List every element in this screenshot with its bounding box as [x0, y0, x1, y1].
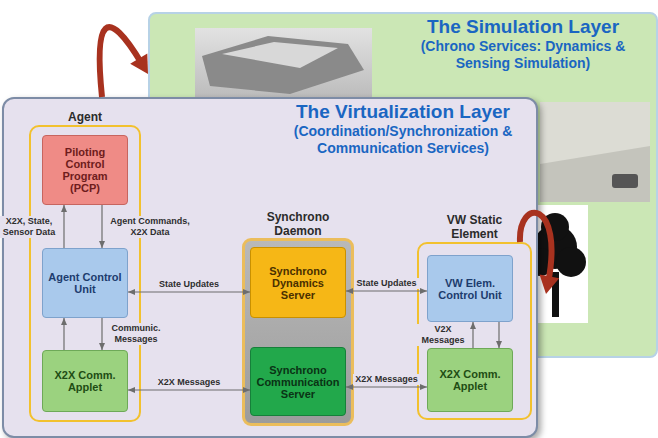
layer-title: The Virtualization Layer [278, 101, 528, 123]
connector [99, 205, 105, 248]
arrowhead [128, 289, 135, 295]
server-box: Synchrono Communication Server [250, 347, 346, 416]
applet-box: X2X Comm. Applet [42, 350, 128, 412]
arrowhead [99, 241, 105, 248]
server-box: Synchrono Dynamics Server [250, 247, 346, 318]
group-heading: Agent [35, 110, 135, 124]
box-label: X2X Comm. Applet [431, 368, 509, 392]
edge-label: X2X Messages [156, 377, 223, 388]
connector-line [128, 389, 250, 390]
vehicle-render [202, 36, 364, 94]
layer-subtitle: (Chrono Services: Dynamics & Sensing Sim… [398, 38, 648, 72]
arrowhead [243, 387, 250, 393]
arrowhead [130, 53, 148, 74]
connector-line [346, 386, 427, 387]
tree-crown [556, 247, 586, 277]
edge-label: Communic. Messages [106, 323, 166, 345]
scene-image [540, 102, 650, 202]
connector-line [498, 322, 499, 348]
curved-arrow [520, 213, 552, 283]
edge-label: State Updates [157, 279, 221, 290]
control-unit-box: VW Elem. Control Unit [427, 255, 513, 322]
connector [520, 213, 559, 294]
arrowhead [420, 288, 427, 294]
arrowhead [496, 341, 502, 348]
arrowhead [346, 288, 353, 294]
box-label: Synchrono Dynamics Server [254, 265, 342, 301]
edge-label: V2X Messages [417, 324, 469, 346]
agent-group: AgentPiloting Control Program (PCP)Agent… [29, 125, 141, 422]
arrowhead [243, 289, 250, 295]
box-label: Synchrono Communication Server [254, 364, 342, 400]
connector [61, 318, 67, 350]
arrowhead [61, 318, 67, 325]
arrowhead [540, 274, 560, 294]
connector-line [101, 205, 102, 248]
arrowhead [346, 384, 353, 390]
arrowhead [470, 322, 476, 329]
group-heading: Synchrono Daemon [258, 210, 338, 238]
edge-label: Agent Commands, X2X Data [106, 216, 194, 238]
edge-label: X2X Messages [353, 374, 420, 385]
edge-label: X2X, State, Sensor Data [0, 216, 60, 238]
applet-box: X2X Comm. Applet [427, 348, 513, 412]
vehicle-roof [222, 42, 338, 68]
connector-line [472, 322, 473, 348]
tree-trunk [552, 272, 559, 317]
layer-panel: The Virtualization Layer(Coordination/Sy… [2, 97, 538, 438]
daemon-box: Synchrono DaemonSynchrono Dynamics Serve… [242, 238, 354, 426]
layer-heading: The Simulation Layer(Chrono Services: Dy… [398, 16, 648, 72]
arrowhead [420, 384, 427, 390]
scene-ground [540, 146, 650, 202]
box-label: Piloting Control Program (PCP) [46, 146, 124, 194]
program-box: Piloting Control Program (PCP) [42, 135, 128, 205]
connector [100, 27, 148, 97]
scene-vehicle [612, 174, 638, 188]
layer-subtitle: (Coordination/Synchronization & Communic… [278, 123, 528, 157]
box-label: Agent Control Unit [46, 271, 124, 295]
box-label: VW Elem. Control Unit [431, 277, 509, 301]
layer-title: The Simulation Layer [398, 16, 648, 38]
box-label: X2X Comm. Applet [46, 369, 124, 393]
connector-line [101, 318, 102, 350]
layer-heading: The Virtualization Layer(Coordination/Sy… [278, 101, 528, 157]
connector-line [128, 291, 250, 292]
connector-line [346, 290, 427, 291]
arrowhead [99, 343, 105, 350]
group-heading: VW Static Element [435, 213, 515, 241]
connector-line [63, 318, 64, 350]
connector [61, 205, 67, 248]
control-unit-box: Agent Control Unit [42, 248, 128, 318]
arrowhead [61, 205, 67, 212]
tree-crown [541, 213, 569, 241]
connector [470, 322, 476, 348]
curved-arrow [100, 27, 142, 97]
connector-line [63, 205, 64, 248]
edge-label: State Updates [354, 278, 418, 289]
connector [99, 318, 105, 350]
arrowhead [128, 387, 135, 393]
connector [496, 322, 502, 348]
